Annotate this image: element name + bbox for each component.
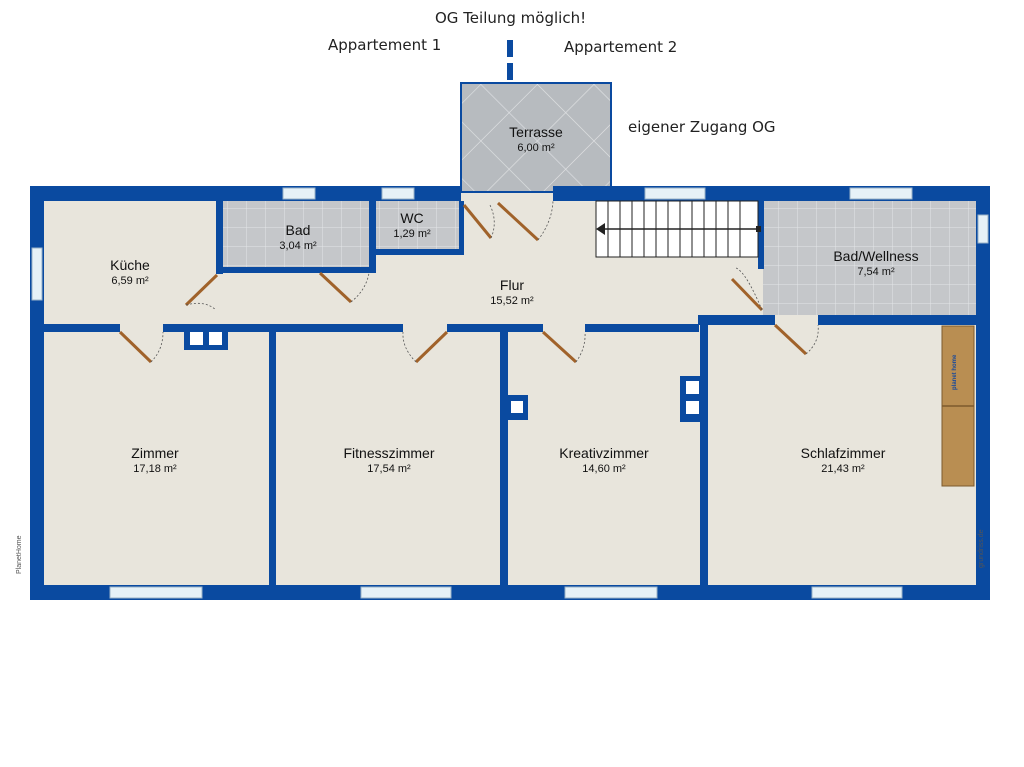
room-label-hall: Flur 15,52 m² <box>490 277 533 308</box>
room-area: 6,59 m² <box>111 275 149 287</box>
room-label-bedroom: Schlafzimmer 21,43 m² <box>801 445 886 476</box>
divider-mark-top <box>507 40 513 57</box>
room-name: Zimmer <box>131 445 179 461</box>
room-label-fitness: Fitnesszimmer 17,54 m² <box>343 445 434 476</box>
room-name: Terrasse <box>509 124 563 140</box>
terrace-area <box>460 82 612 193</box>
room-name: Fitnesszimmer <box>343 445 435 461</box>
credit-right: grundriss.de <box>978 529 985 568</box>
room-area: 17,54 m² <box>367 463 411 475</box>
wc-tiles <box>376 201 462 250</box>
staircase <box>595 200 761 258</box>
room-name: Schlafzimmer <box>800 445 886 461</box>
room-area: 3,04 m² <box>279 240 317 252</box>
doors <box>118 201 808 364</box>
room-label-kitchen: Küche 6,59 m² <box>110 257 150 288</box>
room-label-room: Zimmer 17,18 m² <box>131 445 178 476</box>
room-name: Bad/Wellness <box>833 248 919 264</box>
room-area: 17,18 m² <box>133 463 177 475</box>
divider-mark-bottom <box>507 63 513 80</box>
chimney-shafts <box>184 328 704 422</box>
room-name: Flur <box>499 277 525 293</box>
room-label-wellness: Bad/Wellness 7,54 m² <box>833 248 918 279</box>
entrance-note: eigener Zugang OG <box>628 118 776 136</box>
room-name: Kreativzimmer <box>559 445 649 461</box>
room-name: Küche <box>110 257 150 273</box>
split-note: OG Teilung möglich! <box>435 9 587 27</box>
room-name: WC <box>400 210 424 226</box>
wardrobe <box>941 325 975 487</box>
room-label-creative: Kreativzimmer 14,60 m² <box>559 445 648 476</box>
credit-left: PlanetHome <box>16 535 23 574</box>
apartment-1-label: Appartement 1 <box>328 36 442 54</box>
room-area: 14,60 m² <box>582 463 626 475</box>
room-name: Bad <box>285 222 311 238</box>
room-area: 21,43 m² <box>821 463 865 475</box>
room-area: 7,54 m² <box>857 266 895 278</box>
room-area: 15,52 m² <box>490 295 534 307</box>
wellness-tiles <box>763 201 976 315</box>
door-swings <box>150 200 819 363</box>
bath-tiles <box>222 201 370 268</box>
room-area: 6,00 m² <box>517 142 555 154</box>
room-label-bath: Bad 3,04 m² <box>279 222 316 253</box>
room-label-wc: WC 1,29 m² <box>393 210 430 241</box>
apartment-2-label: Appartement 2 <box>564 38 678 56</box>
planethome-logo: planet home <box>952 354 958 390</box>
windows <box>31 187 989 599</box>
room-label-terrace: Terrasse 6,00 m² <box>509 124 563 155</box>
interior-walls <box>44 201 976 587</box>
room-area: 1,29 m² <box>393 228 431 240</box>
